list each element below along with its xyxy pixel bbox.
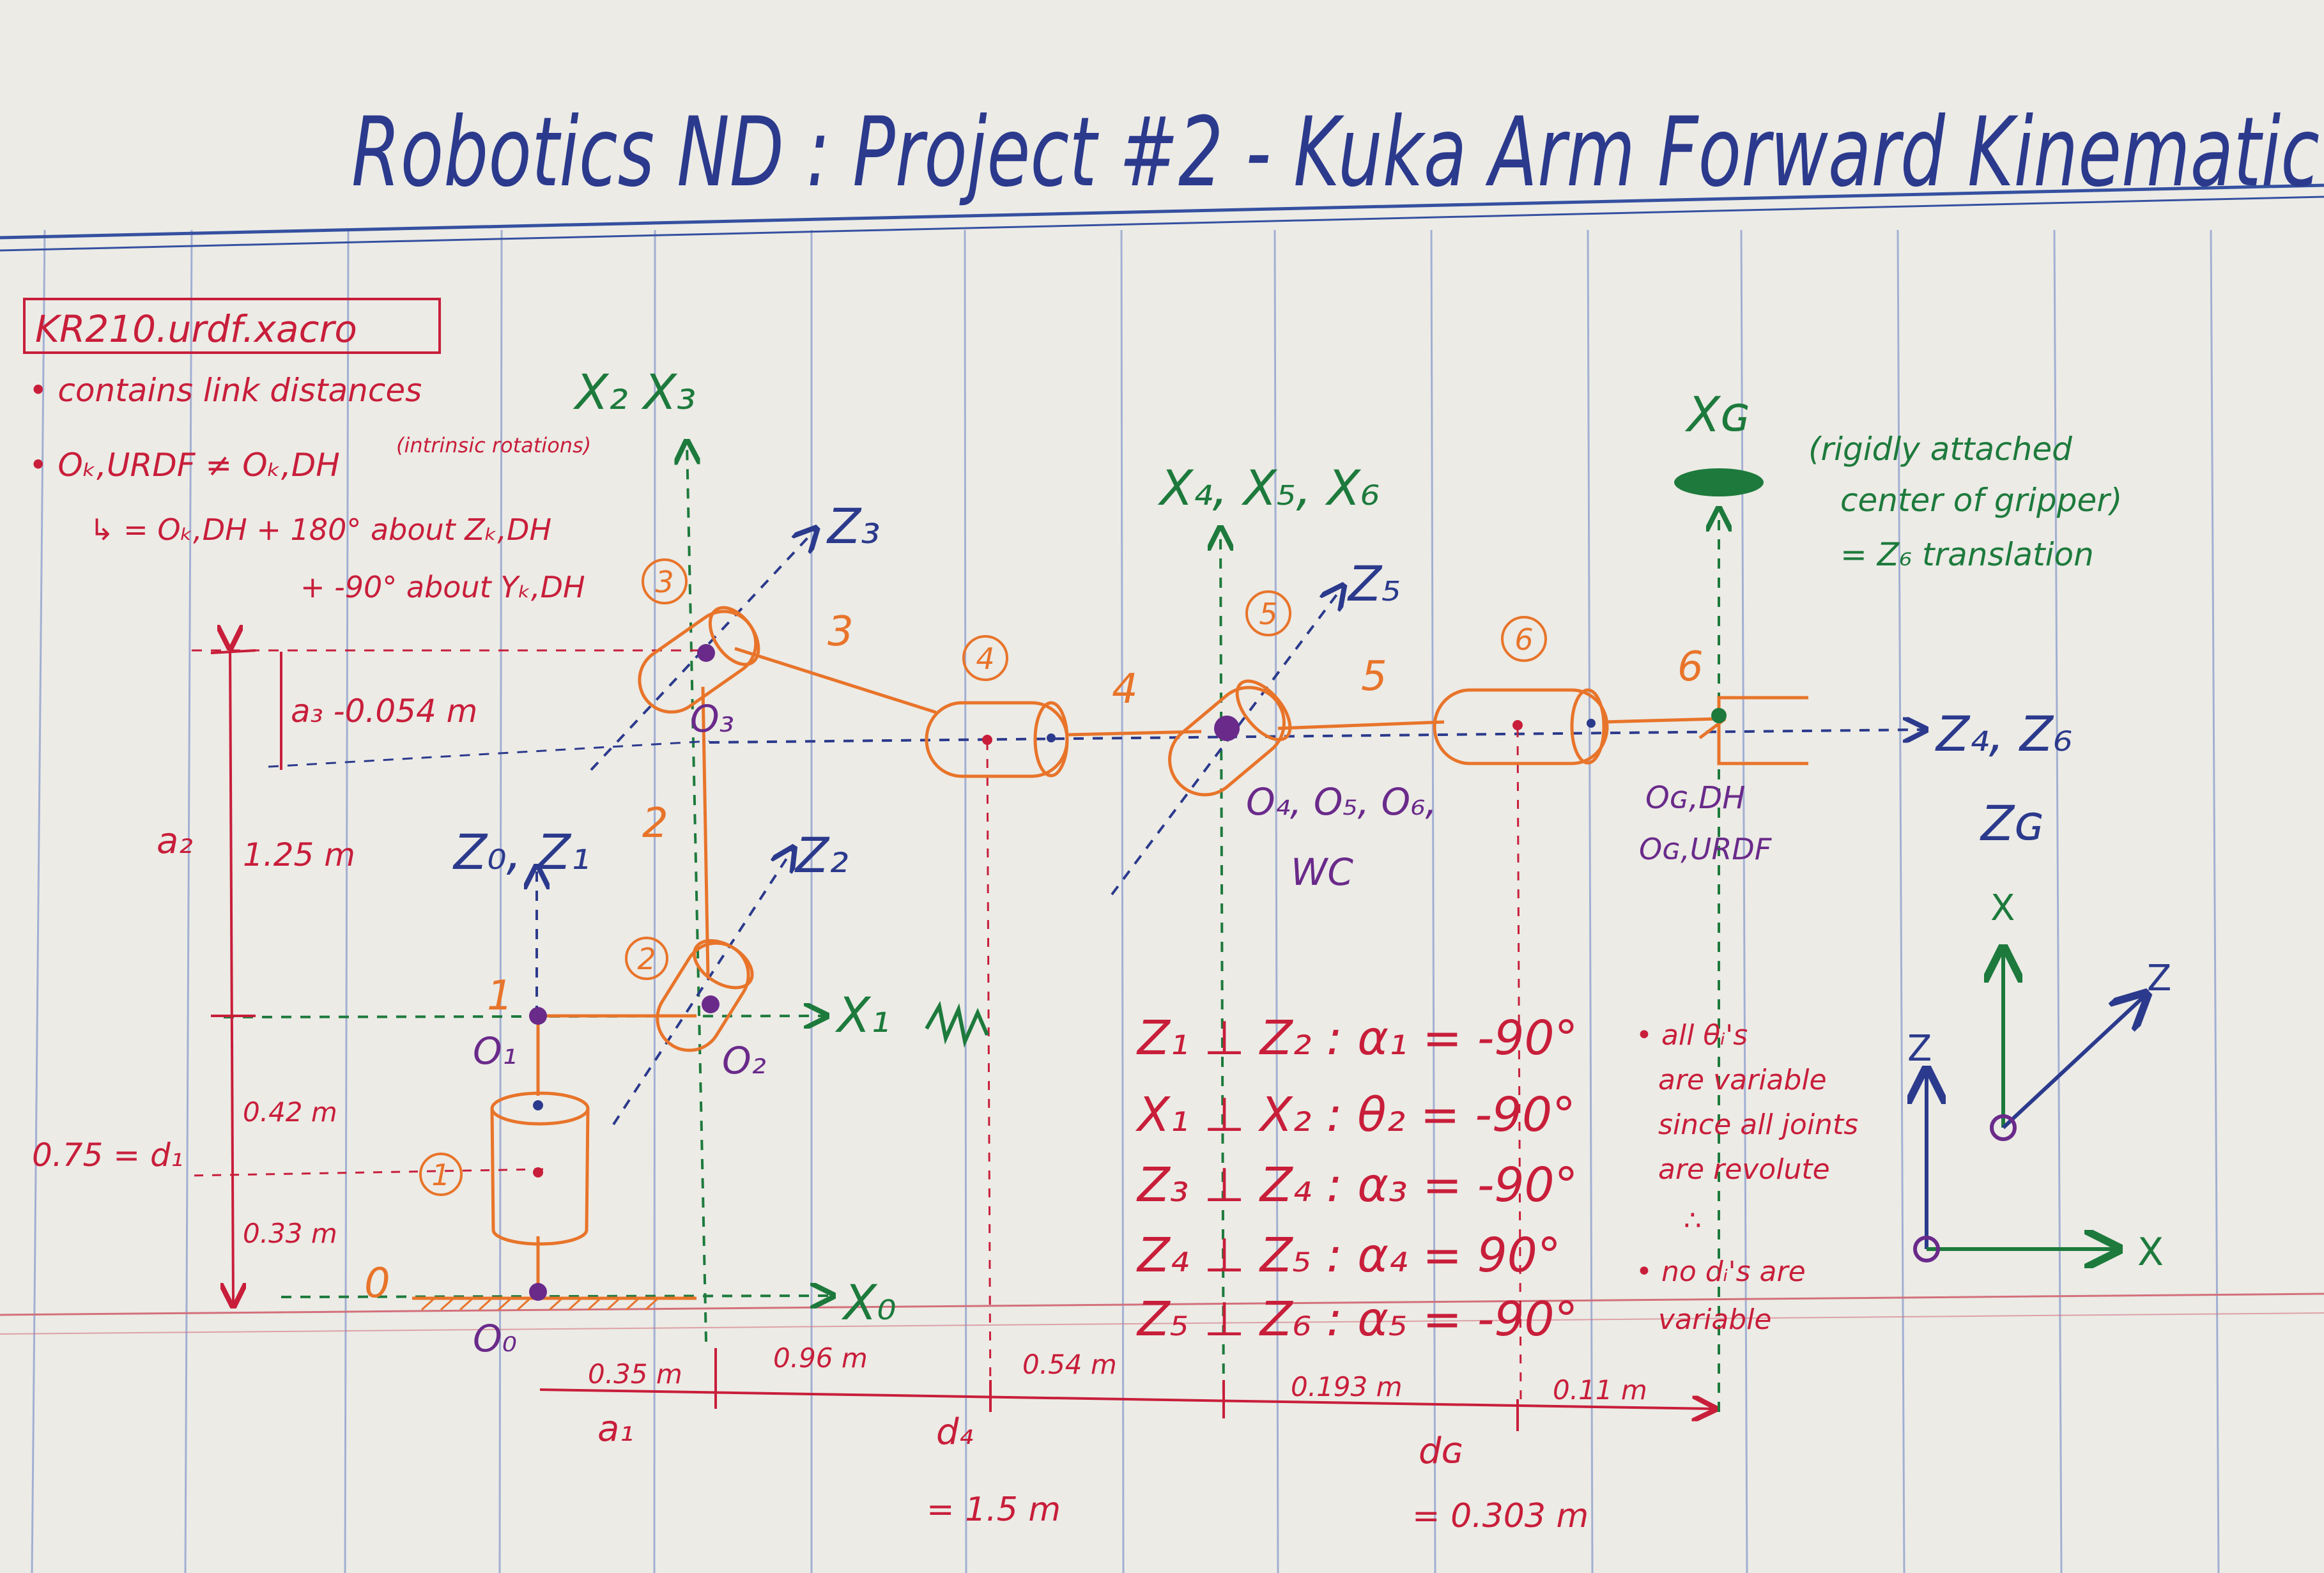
frame-labels: X₂ X₃ Z₃ Z₂ Z₀, Z₁ X₁ X₀ X₄, X₅, X₆ Z₅ X… bbox=[452, 364, 2122, 1331]
urdf-notes: KR210.urdf.xacro • contains link distanc… bbox=[23, 298, 591, 604]
joint-1-label: 1 bbox=[431, 1158, 450, 1192]
note-eq-1: ↳ = Oₖ,DH + 180° about Zₖ,DH bbox=[89, 512, 551, 547]
twist-row-2: X₁ ⊥ X₂ : θ₂ = -90° bbox=[1135, 1087, 1576, 1142]
joint-6-label: 6 bbox=[1514, 622, 1533, 657]
note-bullet-2: • Oₖ,URDF ≠ Oₖ,DH bbox=[29, 447, 340, 484]
vertical-rules bbox=[31, 229, 2220, 1573]
dim-dg-value: = 0.303 m bbox=[1412, 1497, 1589, 1535]
frame-axes bbox=[192, 444, 1923, 1413]
frame-z5: Z₅ bbox=[1347, 555, 1401, 612]
note-eq-2: + -90° about Yₖ,DH bbox=[300, 570, 585, 604]
origin-dots bbox=[529, 468, 1764, 1301]
link-6-label: 6 bbox=[1677, 643, 1704, 691]
gripper-note-2: center of gripper) bbox=[1840, 482, 2122, 519]
joint-4-label: 4 bbox=[976, 641, 994, 676]
dim-d4: d₄ bbox=[936, 1411, 973, 1453]
link-0-label: 0 bbox=[364, 1260, 390, 1307]
file-name: KR210.urdf.xacro bbox=[35, 307, 357, 351]
joint-numbers: 1 2 3 4 5 6 bbox=[431, 565, 1533, 1192]
dim-h1: 0.35 m bbox=[588, 1358, 682, 1390]
link-numbers: 0 1 2 3 4 5 6 bbox=[364, 608, 1704, 1307]
dim-a3: a₃ -0.054 m bbox=[291, 693, 477, 730]
joint-note-3: since all joints bbox=[1658, 1109, 1858, 1141]
link-5-label: 5 bbox=[1361, 653, 1387, 700]
dim-a2-value: 1.25 m bbox=[243, 836, 355, 873]
joint-note-6: • no dᵢ's are bbox=[1636, 1255, 1806, 1288]
wrist-center: WC bbox=[1291, 850, 1353, 894]
frame-z4-z6: Z₄, Z₆ bbox=[1935, 705, 2072, 762]
joint-2-label: 2 bbox=[637, 942, 656, 976]
dim-dg: dɢ bbox=[1419, 1431, 1464, 1472]
gripper-origin-dh: Oɢ,DH bbox=[1645, 780, 1745, 816]
joint-5-label: 5 bbox=[1259, 597, 1277, 631]
page-title: Robotics ND : Project #2 - Kuka Arm Forw… bbox=[351, 97, 2320, 208]
horizontal-dimensions bbox=[539, 1348, 1712, 1431]
legend-x-right: X bbox=[1990, 887, 2015, 929]
link-4-label: 4 bbox=[1112, 666, 1138, 713]
gripper-note-1: (rigidly attached bbox=[1808, 431, 2072, 468]
origin-2: O₂ bbox=[722, 1039, 766, 1082]
twist-angles: Z₁ ⊥ Z₂ : α₁ = -90° X₁ ⊥ X₂ : θ₂ = -90° … bbox=[1135, 1011, 1578, 1347]
twist-row-5: Z₅ ⊥ Z₆ : α₅ = -90° bbox=[1136, 1292, 1578, 1347]
twist-row-1: Z₁ ⊥ Z₂ : α₁ = -90° bbox=[1136, 1011, 1578, 1066]
dim-a2-label: a₂ bbox=[157, 820, 193, 862]
dim-d1-lower: 0.33 m bbox=[243, 1218, 337, 1249]
coordinate-legend: Z X X Z bbox=[1907, 887, 2171, 1275]
frame-x1: X₁ bbox=[835, 986, 890, 1043]
twist-row-3: Z₃ ⊥ Z₄ : α₃ = -90° bbox=[1136, 1158, 1578, 1213]
dim-d4-value: = 1.5 m bbox=[927, 1491, 1061, 1529]
legend-z-right: Z bbox=[2147, 958, 2171, 999]
joint-note-1: • all θᵢ's bbox=[1636, 1019, 1748, 1052]
frame-x2-x3: X₂ X₃ bbox=[573, 364, 696, 420]
frame-z3: Z₃ bbox=[826, 498, 881, 555]
link-3-label: 3 bbox=[827, 608, 854, 656]
twist-row-4: Z₄ ⊥ Z₅ : α₄ = 90° bbox=[1136, 1228, 1561, 1283]
legend-z-left: Z bbox=[1907, 1028, 1932, 1070]
joint-note-2: are variable bbox=[1658, 1064, 1827, 1096]
joint-markers bbox=[419, 558, 1547, 1196]
joint-note-4: are revolute bbox=[1658, 1153, 1830, 1186]
link-2-label: 2 bbox=[642, 800, 668, 847]
origin-0: O₀ bbox=[473, 1317, 517, 1360]
dim-h2: 0.96 m bbox=[773, 1342, 868, 1374]
link-1-label: 1 bbox=[487, 972, 513, 1020]
dim-h5: 0.11 m bbox=[1553, 1374, 1647, 1406]
joint-variable-notes: • all θᵢ's are variable since all joints… bbox=[1636, 1019, 1858, 1336]
joint-3-label: 3 bbox=[655, 565, 673, 599]
file-name-box bbox=[23, 298, 441, 354]
origin-4-5-6: O₄, O₅, O₆, bbox=[1246, 780, 1437, 824]
joint-note-5: ∴ bbox=[1684, 1204, 1702, 1237]
frame-z0-z1: Z₀, Z₁ bbox=[452, 824, 590, 880]
origin-1: O₁ bbox=[473, 1029, 517, 1073]
legend-x-left: X bbox=[2137, 1230, 2164, 1275]
dim-h3: 0.54 m bbox=[1022, 1349, 1117, 1380]
origin-3: O₃ bbox=[690, 697, 734, 740]
dim-a1: a₁ bbox=[597, 1408, 634, 1450]
joint-note-7: variable bbox=[1658, 1303, 1772, 1336]
note-bullet-1: • contains link distances bbox=[29, 372, 422, 409]
dimension-guides bbox=[191, 728, 1522, 1406]
dim-d1-label: 0.75 = d₁ bbox=[32, 1137, 183, 1174]
dim-d1-upper: 0.42 m bbox=[243, 1096, 337, 1128]
gripper-origin-urdf: Oɢ,URDF bbox=[1639, 832, 1772, 866]
frame-zg: Zɢ bbox=[1980, 795, 2045, 852]
frame-xg: Xɢ bbox=[1684, 386, 1751, 443]
frame-x0: X₀ bbox=[841, 1274, 897, 1331]
dim-h4: 0.193 m bbox=[1291, 1371, 1403, 1402]
vertical-dimensions bbox=[210, 645, 282, 1303]
robot-links bbox=[412, 606, 1808, 1311]
scribbles bbox=[925, 1001, 989, 1048]
gripper-note-3: = Z₆ translation bbox=[1840, 536, 2094, 573]
origin-labels: O₀ O₁ O₂ O₃ O₄, O₅, O₆, WC Oɢ,DH Oɢ,URDF bbox=[473, 697, 1772, 1360]
dimension-labels: a₃ -0.054 m a₂ 1.25 m 0.75 = d₁ 0.42 m 0… bbox=[32, 693, 1647, 1535]
frame-x4-x5-x6: X₄, X₅, X₆ bbox=[1157, 459, 1380, 516]
frame-z2: Z₂ bbox=[794, 827, 849, 884]
note-intrinsic: (intrinsic rotations) bbox=[396, 433, 591, 457]
